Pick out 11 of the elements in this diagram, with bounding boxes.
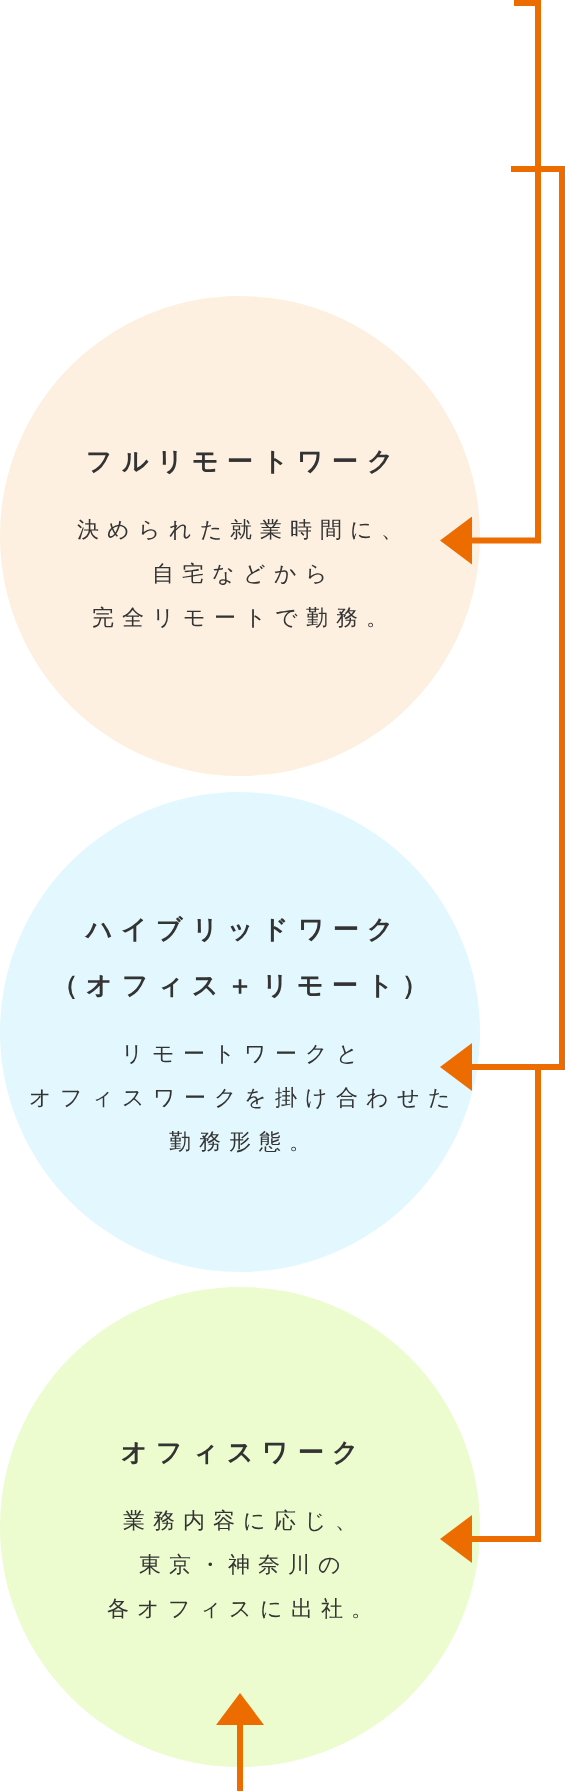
heading: ハイブリッドワーク（オフィス＋リモート） — [50, 912, 437, 1002]
arrow — [440, 0, 541, 565]
heading: オフィスワーク — [120, 1435, 368, 1469]
heading: フルリモートワーク — [85, 444, 403, 478]
description: リモートワークとオフィスワークを掛け合わせた勤務形態。 — [28, 1039, 459, 1156]
description: 業務内容に応じ、東京・神奈川の各オフィスに出社。 — [105, 1506, 382, 1623]
arrow — [440, 1067, 541, 1563]
arrow — [216, 1693, 264, 1791]
description: 決められた就業時間に、自宅などから完全リモートで勤務。 — [75, 515, 411, 632]
arrow — [440, 1043, 538, 1091]
connector-line — [511, 166, 565, 1070]
